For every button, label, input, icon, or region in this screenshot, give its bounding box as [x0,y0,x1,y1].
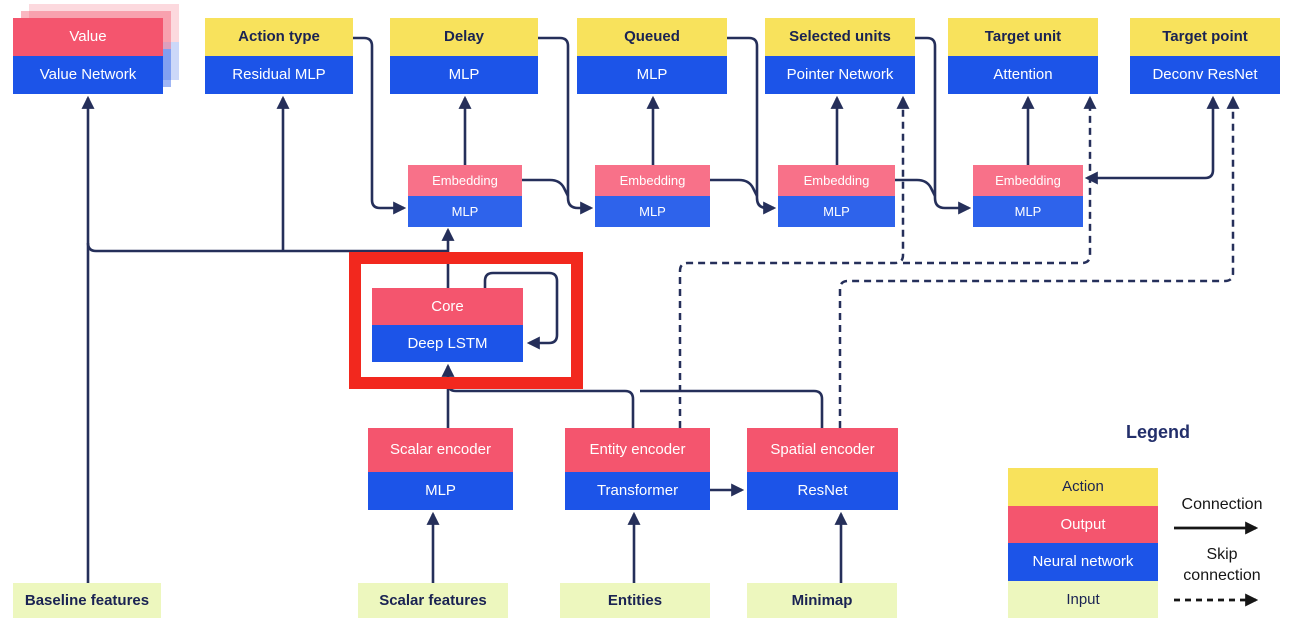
embedding-3-label: Embedding [778,165,895,196]
node-embedding-2: Embedding MLP [595,165,710,227]
legend-skip-label-line1: Skip [1206,546,1238,563]
target-point-network-label: Deconv ResNet [1130,56,1280,94]
node-embedding-3: Embedding MLP [778,165,895,227]
embedding-1-label: Embedding [408,165,522,196]
node-spatial-encoder: Spatial encoder ResNet [747,428,898,510]
entity-encoder-label: Entity encoder [565,428,710,472]
legend-arrows [1174,521,1259,607]
input-minimap: Minimap [747,583,897,618]
delay-network-label: MLP [390,56,538,94]
action-type-label: Action type [205,18,353,56]
action-type-network-label: Residual MLP [205,56,353,94]
target-unit-label: Target unit [948,18,1098,56]
legend-row-network: Neural network [1008,543,1158,581]
selected-units-network-label: Pointer Network [765,56,915,94]
embedding-2-label: Embedding [595,165,710,196]
queued-network-label: MLP [577,56,727,94]
input-scalar-features: Scalar features [358,583,508,618]
core-highlight-rectangle [349,252,583,389]
node-core: Core Deep LSTM [372,288,523,362]
core-network-label: Deep LSTM [372,325,523,362]
queued-label: Queued [577,18,727,56]
node-embedding-4: Embedding MLP [973,165,1083,227]
embedding-4-label: Embedding [973,165,1083,196]
target-unit-network-label: Attention [948,56,1098,94]
node-embedding-1: Embedding MLP [408,165,522,227]
embedding-3-network-label: MLP [778,196,895,227]
scalar-encoder-network-label: MLP [368,472,513,510]
node-selected-units: Selected units Pointer Network [765,18,915,94]
legend-connection-label: Connection [1181,496,1263,513]
spatial-encoder-network-label: ResNet [747,472,898,510]
node-queued: Queued MLP [577,18,727,94]
legend-color-key: Action Output Neural network Input [1008,468,1158,618]
skip-connections [678,95,1240,428]
embedding-1-network-label: MLP [408,196,522,227]
embedding-2-network-label: MLP [595,196,710,227]
node-scalar-encoder: Scalar encoder MLP [368,428,513,510]
legend-skip-label-line2: connection [1183,567,1261,584]
embedding-4-network-label: MLP [973,196,1083,227]
scalar-encoder-label: Scalar encoder [368,428,513,472]
spatial-encoder-label: Spatial encoder [747,428,898,472]
legend-row-input: Input [1008,580,1158,618]
selected-units-label: Selected units [765,18,915,56]
node-delay: Delay MLP [390,18,538,94]
value-network-label: Value Network [13,56,163,94]
legend-row-output: Output [1008,505,1158,543]
legend-row-action: Action [1008,468,1158,506]
value-output-label: Value [13,18,163,56]
legend-title: Legend [1125,422,1190,442]
node-value: Value Value Network [13,4,179,94]
node-entity-encoder: Entity encoder Transformer [565,428,710,510]
input-entities: Entities [560,583,710,618]
node-action-type: Action type Residual MLP [205,18,353,94]
solid-connections [81,36,1220,583]
delay-label: Delay [390,18,538,56]
node-target-point: Target point Deconv ResNet [1130,18,1280,94]
input-baseline-features: Baseline features [13,583,161,618]
target-point-label: Target point [1130,18,1280,56]
node-target-unit: Target unit Attention [948,18,1098,94]
entity-encoder-network-label: Transformer [565,472,710,510]
core-label: Core [372,288,523,325]
